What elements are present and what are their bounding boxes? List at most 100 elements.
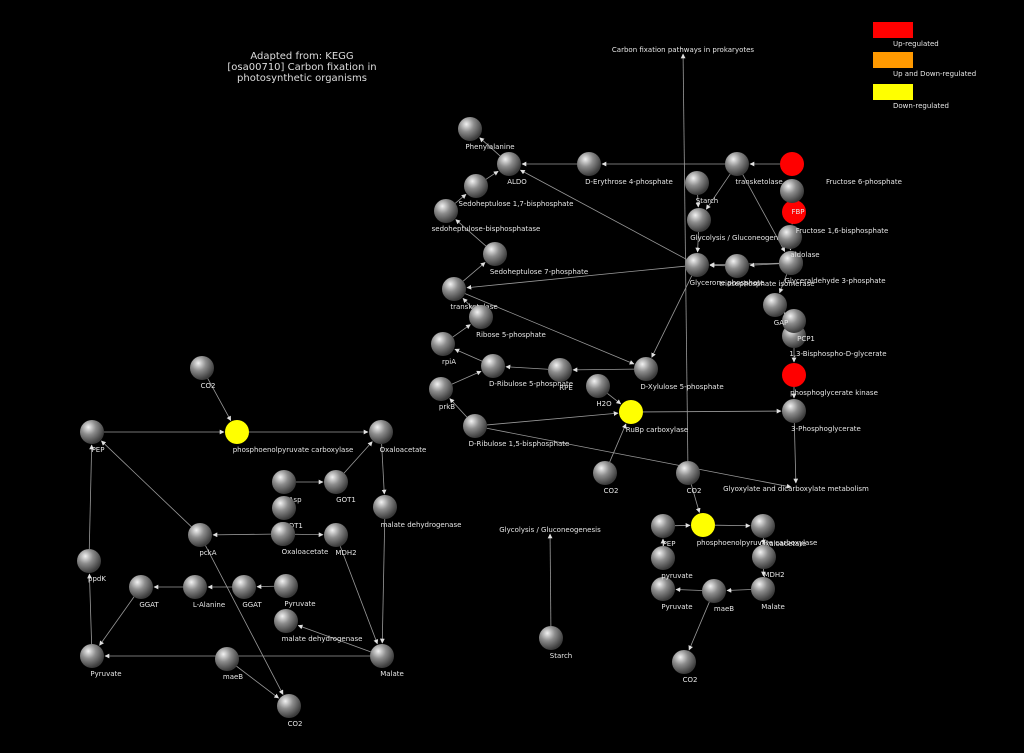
node-circle-gapdh[interactable] xyxy=(782,309,806,333)
node-circle-oaa_left[interactable] xyxy=(369,420,393,444)
node-circle-s17bp[interactable] xyxy=(464,174,488,198)
node-circle-h2o[interactable] xyxy=(586,374,610,398)
node-circle-f6p[interactable] xyxy=(780,152,804,176)
pathway-link-glyoxylate[interactable]: Glyoxylate and dicarboxylate metabolism xyxy=(723,485,869,493)
node-f6p_gray[interactable] xyxy=(780,179,804,203)
node-pdk_right[interactable]: pyruvate xyxy=(651,546,693,580)
node-oaa_right[interactable]: Oxaloacetate xyxy=(751,514,806,548)
node-co2_c[interactable]: CO2 xyxy=(672,650,697,684)
node-circle-co2_c[interactable] xyxy=(672,650,696,674)
node-circle-ggat2[interactable] xyxy=(232,575,256,599)
node-starch1[interactable]: Starch xyxy=(685,171,718,205)
node-circle-rpe[interactable] xyxy=(548,358,572,382)
node-circle-pep_left[interactable] xyxy=(80,420,104,444)
node-rpia[interactable]: rpiA xyxy=(431,332,456,366)
node-co2_l2[interactable]: CO2 xyxy=(277,694,302,728)
node-dhap[interactable]: Glycerone phosphate xyxy=(685,253,764,287)
node-circle-rubp[interactable] xyxy=(463,414,487,438)
node-circle-ppc_left[interactable] xyxy=(225,420,249,444)
pathway-link-cfp_prok[interactable]: Carbon fixation pathways in prokaryotes xyxy=(612,46,754,54)
node-circle-transketolase1[interactable] xyxy=(725,152,749,176)
node-gap_enz[interactable]: GAP xyxy=(763,293,788,327)
node-pep_left[interactable]: PEP xyxy=(80,420,104,454)
node-circle-tpi[interactable] xyxy=(725,254,749,278)
node-circle-co2_a[interactable] xyxy=(593,461,617,485)
node-circle-mdh_left[interactable] xyxy=(373,495,397,519)
node-circle-got1a[interactable] xyxy=(324,470,348,494)
node-rpe[interactable]: RPE xyxy=(548,358,573,392)
node-oaa_left[interactable]: Oxaloacetate xyxy=(369,420,426,454)
node-s7p[interactable]: Sedoheptulose 7-phosphate xyxy=(483,242,588,276)
node-ppdk[interactable]: ppdK xyxy=(77,549,106,583)
node-circle-co2_l1[interactable] xyxy=(190,356,214,380)
node-circle-f16bp[interactable] xyxy=(778,225,802,249)
node-circle-aldo1[interactable] xyxy=(497,152,521,176)
node-f16bp[interactable]: Fructose 1,6-bisphosphate xyxy=(778,225,888,249)
node-circle-ggat1[interactable] xyxy=(129,575,153,599)
node-circle-oaa_left2[interactable] xyxy=(271,522,295,546)
node-circle-maeb_left[interactable] xyxy=(215,647,239,671)
node-circle-ru5p[interactable] xyxy=(481,354,505,378)
node-ppc_right[interactable]: phosphoenolpyruvate carboxylase xyxy=(691,513,817,547)
node-s17bp[interactable]: Sedoheptulose 1,7-bisphosphate xyxy=(459,174,574,208)
node-pyr_right[interactable]: Pyruvate xyxy=(651,577,693,611)
node-phenylalanine[interactable]: Phenylalanine xyxy=(458,117,515,151)
node-circle-phenylalanine[interactable] xyxy=(458,117,482,141)
pathway-link-glyco2[interactable]: Glycolysis / Gluconeogenesis xyxy=(499,526,601,534)
node-circle-pyr_right[interactable] xyxy=(651,577,675,601)
node-circle-pyr_left2[interactable] xyxy=(80,644,104,668)
node-circle-fbp_enz[interactable] xyxy=(782,200,806,224)
node-circle-s7p[interactable] xyxy=(483,242,507,266)
node-maeb_left[interactable]: maeB xyxy=(215,647,243,681)
node-rubisco[interactable]: RuBp carboxylase xyxy=(619,400,688,434)
node-mdh_left[interactable]: malate dehydrogenase xyxy=(373,495,461,529)
node-ppc_left[interactable]: phosphoenolpyruvate carboxylase xyxy=(225,420,353,454)
node-aldo1[interactable]: ALDO xyxy=(497,152,527,186)
node-transketolase1[interactable]: transketolase xyxy=(725,152,783,186)
node-sbpase[interactable]: sedoheptulose-bisphosphatase xyxy=(432,199,541,233)
node-ggat2[interactable]: GGAT xyxy=(232,575,262,609)
node-circle-ppc_right[interactable] xyxy=(691,513,715,537)
node-ggat1[interactable]: GGAT xyxy=(129,575,159,609)
node-starch2[interactable]: Starch xyxy=(539,626,572,660)
node-circle-rubisco[interactable] xyxy=(619,400,643,424)
node-circle-dhap[interactable] xyxy=(685,253,709,277)
node-circle-transketolase2[interactable] xyxy=(442,277,466,301)
node-pyr_left2[interactable]: Pyruvate xyxy=(80,644,122,678)
node-circle-malate_left[interactable] xyxy=(370,644,394,668)
node-fbp_enz[interactable]: FBP xyxy=(782,200,806,224)
node-circle-mdh_right[interactable] xyxy=(752,545,776,569)
node-pgk[interactable]: phosphoglycerate kinase xyxy=(782,363,878,397)
node-circle-gap_enz[interactable] xyxy=(763,293,787,317)
node-circle-lala[interactable] xyxy=(183,575,207,599)
node-oaa_left2[interactable]: Oxaloacetate xyxy=(271,522,328,556)
node-circle-rpia[interactable] xyxy=(431,332,455,356)
node-circle-mdh2_left[interactable] xyxy=(324,523,348,547)
node-f6p[interactable]: Fructose 6-phosphate xyxy=(780,152,902,186)
node-pcka[interactable]: pckA xyxy=(188,523,217,557)
node-co2_a[interactable]: CO2 xyxy=(593,461,618,495)
node-glyco1[interactable]: Glycolysis / Gluconeogenesis xyxy=(687,208,792,242)
node-circle-co2_l2[interactable] xyxy=(277,694,301,718)
node-circle-starch1[interactable] xyxy=(685,171,709,195)
node-x5p[interactable]: D-Xylulose 5-phosphate xyxy=(634,357,724,391)
node-circle-e4p[interactable] xyxy=(577,152,601,176)
node-prkb[interactable]: prkB xyxy=(429,377,455,411)
node-circle-glyco1[interactable] xyxy=(687,208,711,232)
node-co2_l1[interactable]: CO2 xyxy=(190,356,215,390)
node-malate_left[interactable]: Malate xyxy=(370,644,404,678)
node-got1a[interactable]: GOT1 xyxy=(324,470,356,504)
node-lala[interactable]: L-Alanine xyxy=(183,575,225,609)
node-e4p[interactable]: D-Erythrose 4-phosphate xyxy=(577,152,673,186)
node-circle-co2_b[interactable] xyxy=(676,461,700,485)
node-aldolase[interactable]: aldolase xyxy=(779,251,820,275)
node-gapdh[interactable]: PCP1 xyxy=(782,309,815,343)
node-circle-lasp2[interactable] xyxy=(272,496,296,520)
node-circle-oaa_right[interactable] xyxy=(751,514,775,538)
node-tpi[interactable]: triosephosphate isomerase xyxy=(719,254,815,288)
node-pga3[interactable]: 3-Phosphoglycerate xyxy=(782,399,861,433)
node-circle-pyr_left1[interactable] xyxy=(274,574,298,598)
node-circle-f6p_gray[interactable] xyxy=(780,179,804,203)
node-mdh_left2[interactable]: malate dehydrogenase xyxy=(274,609,362,643)
node-circle-pep_right[interactable] xyxy=(651,514,675,538)
